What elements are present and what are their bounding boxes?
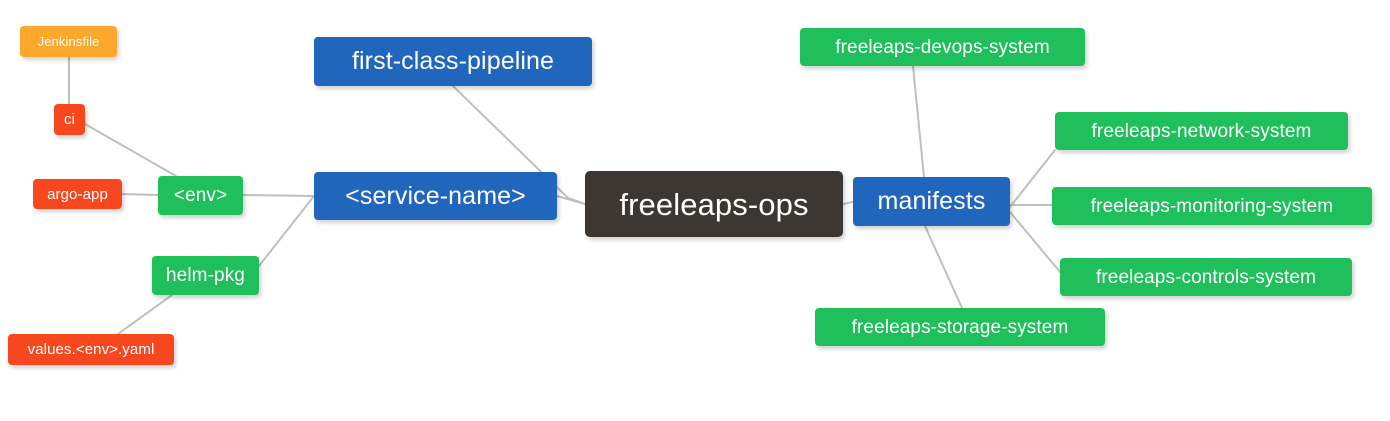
mindmap-node-service-name[interactable]: <service-name>: [314, 172, 557, 220]
mindmap-node-label-freeleaps-storage-system: freeleaps-storage-system: [851, 316, 1069, 338]
mindmap-node-label-freeleaps-ops: freeleaps-ops: [619, 186, 809, 222]
edge-freeleaps-ops-to-manifests: [842, 201, 854, 205]
mindmap-node-env[interactable]: <env>: [158, 176, 243, 215]
mindmap-node-freeleaps-storage-system[interactable]: freeleaps-storage-system: [815, 308, 1105, 346]
mindmap-node-argo-app[interactable]: argo-app: [33, 179, 122, 209]
mindmap-node-label-values-env-yaml: values.<env>.yaml: [27, 341, 155, 358]
mindmap-node-first-class-pipeline[interactable]: first-class-pipeline: [314, 37, 592, 86]
mindmap-node-manifests[interactable]: manifests: [853, 177, 1010, 226]
mindmap-node-freeleaps-ops[interactable]: freeleaps-ops: [585, 171, 843, 237]
mindmap-node-label-service-name: <service-name>: [345, 181, 526, 210]
mindmap-node-values-env-yaml[interactable]: values.<env>.yaml: [8, 334, 174, 365]
mindmap-node-label-freeleaps-controls-system: freeleaps-controls-system: [1095, 266, 1317, 288]
mindmap-node-label-argo-app: argo-app: [47, 185, 108, 203]
edge-freeleaps-ops-to-service-name: [556, 195, 586, 205]
mindmap-node-jenkinsfile[interactable]: Jenkinsfile: [20, 26, 117, 57]
mindmap-node-label-manifests: manifests: [877, 187, 986, 215]
mindmap-node-freeleaps-network-system[interactable]: freeleaps-network-system: [1055, 112, 1348, 150]
edge-service-name-to-env: [242, 194, 315, 197]
edge-helm-pkg-to-values-env-yaml: [117, 294, 173, 335]
mindmap-node-helm-pkg[interactable]: helm-pkg: [152, 256, 259, 295]
mindmap-node-freeleaps-devops-system[interactable]: freeleaps-devops-system: [800, 28, 1085, 66]
edge-manifests-to-freeleaps-devops-system: [912, 65, 925, 178]
edge-manifests-to-freeleaps-network-system: [1009, 149, 1056, 208]
edge-env-to-argo-app: [121, 193, 159, 196]
mindmap-node-label-freeleaps-devops-system: freeleaps-devops-system: [835, 36, 1050, 58]
mindmap-node-freeleaps-controls-system[interactable]: freeleaps-controls-system: [1060, 258, 1352, 296]
mindmap-node-label-freeleaps-monitoring-system: freeleaps-monitoring-system: [1090, 195, 1334, 217]
mindmap-node-ci[interactable]: ci: [54, 104, 85, 135]
edge-env-to-ci: [84, 123, 177, 177]
edge-manifests-to-freeleaps-storage-system: [924, 225, 963, 309]
edge-service-name-to-helm-pkg: [258, 195, 315, 267]
mindmap-node-label-first-class-pipeline: first-class-pipeline: [351, 47, 555, 75]
mindmap-node-label-helm-pkg: helm-pkg: [166, 265, 245, 286]
mindmap-node-label-freeleaps-network-system: freeleaps-network-system: [1091, 120, 1312, 142]
mindmap-node-label-jenkinsfile: Jenkinsfile: [37, 34, 100, 49]
mindmap-node-label-ci: ci: [63, 111, 76, 128]
mindmap-node-label-env: <env>: [173, 185, 228, 206]
mindmap-node-freeleaps-monitoring-system[interactable]: freeleaps-monitoring-system: [1052, 187, 1372, 225]
